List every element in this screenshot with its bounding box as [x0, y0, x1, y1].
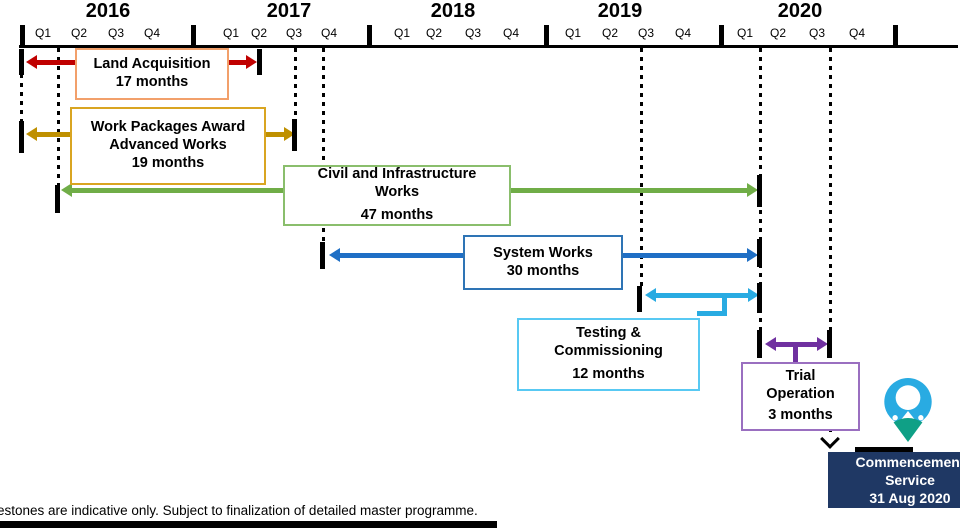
connector-trial-stem: [793, 344, 798, 362]
task-duration: 12 months: [572, 365, 645, 382]
task-title: System Works: [493, 244, 593, 261]
quarter-label: Q3: [637, 26, 655, 40]
tick-mark: [757, 283, 762, 313]
task-title: Commissioning: [554, 343, 663, 360]
task-box-testing-commissioning: Testing & Commissioning 12 months: [517, 318, 700, 391]
quarter-label: Q1: [34, 26, 52, 40]
year-tick: [893, 25, 898, 46]
tick-mark: [292, 119, 297, 151]
task-title: Operation: [766, 386, 835, 403]
banner-top-bar: [855, 447, 913, 454]
task-title: Civil and Infrastructure: [317, 166, 477, 183]
tick-mark: [637, 286, 642, 312]
year-tick: [20, 25, 25, 46]
task-duration: 17 months: [115, 74, 189, 90]
dotted-guide-line: [294, 48, 297, 120]
quarter-label: Q4: [848, 26, 866, 40]
quarter-label: Q2: [70, 26, 88, 40]
year-label-2019: 2019: [597, 0, 643, 22]
person-location-pin-logo-icon: [884, 378, 932, 442]
task-box-trial-operation: Trial Operation 3 months: [741, 362, 860, 431]
quarter-label: Q4: [674, 26, 692, 40]
footnote-text: estones are indicative only. Subject to …: [0, 503, 478, 518]
dotted-guide-line: [640, 48, 643, 288]
quarter-label: Q1: [222, 26, 240, 40]
task-duration: 30 months: [506, 262, 580, 279]
task-duration: 47 months: [360, 206, 434, 223]
quarter-label: Q3: [285, 26, 303, 40]
quarter-label: Q4: [143, 26, 161, 40]
task-box-civil-infrastructure: Civil and Infrastructure Works 47 months: [283, 165, 511, 226]
quarter-label: Q2: [769, 26, 787, 40]
task-title: Works: [374, 184, 420, 201]
tick-mark: [19, 49, 24, 75]
quarter-label: Q3: [808, 26, 826, 40]
quarter-label: Q2: [601, 26, 619, 40]
banner-line: Service: [885, 471, 935, 488]
banner-line: Commencement: [855, 453, 960, 470]
task-title: Testing &: [576, 325, 641, 342]
task-title: Land Acquisition: [93, 56, 211, 73]
year-tick: [719, 25, 724, 46]
down-arrowhead-icon: [820, 429, 840, 449]
task-title: Trial: [785, 368, 816, 385]
dotted-guide-line: [57, 48, 60, 188]
year-label-2020: 2020: [777, 0, 823, 22]
tick-mark: [19, 121, 24, 153]
tick-mark: [827, 330, 832, 358]
quarter-label: Q4: [320, 26, 338, 40]
banner-date: 31 Aug 2020: [869, 490, 951, 507]
year-tick: [544, 25, 549, 46]
task-title: Work Packages Award: [90, 119, 246, 136]
task-duration: 3 months: [768, 406, 833, 423]
year-tick: [191, 25, 196, 46]
tick-mark: [55, 185, 60, 213]
connector-testing-vertical: [722, 296, 727, 314]
task-box-land-acquisition: Land Acquisition 17 months: [75, 48, 229, 100]
quarter-label: Q3: [464, 26, 482, 40]
commencement-service-banner: Commencement Service 31 Aug 2020: [828, 452, 960, 508]
task-box-work-packages: Work Packages Award Advanced Works 19 mo…: [70, 107, 266, 185]
quarter-label: Q1: [564, 26, 582, 40]
year-label-2016: 2016: [85, 0, 131, 22]
quarter-label: Q2: [425, 26, 443, 40]
year-tick: [367, 25, 372, 46]
task-box-system-works: System Works 30 months: [463, 235, 623, 290]
dotted-guide-line: [322, 48, 325, 244]
tick-mark: [757, 239, 762, 267]
quarter-label: Q1: [393, 26, 411, 40]
connector-testing-horizontal: [697, 311, 727, 316]
quarter-label: Q3: [107, 26, 125, 40]
arrow-testing-commissioning: [645, 288, 759, 302]
task-duration: 19 months: [131, 154, 205, 171]
quarter-label: Q4: [502, 26, 520, 40]
tick-mark: [757, 175, 762, 207]
quarter-label: Q1: [736, 26, 754, 40]
year-label-2017: 2017: [266, 0, 312, 22]
dotted-guide-line: [20, 74, 23, 122]
dotted-guide-line: [829, 48, 832, 332]
timeline-axis: [19, 45, 958, 48]
dotted-guide-line: [829, 428, 832, 437]
bottom-crop-bar: [0, 521, 497, 528]
tick-mark: [320, 242, 325, 269]
tick-mark: [257, 49, 262, 75]
tick-mark: [757, 330, 762, 358]
year-label-2018: 2018: [430, 0, 476, 22]
task-title: Advanced Works: [109, 137, 227, 154]
quarter-label: Q2: [250, 26, 268, 40]
